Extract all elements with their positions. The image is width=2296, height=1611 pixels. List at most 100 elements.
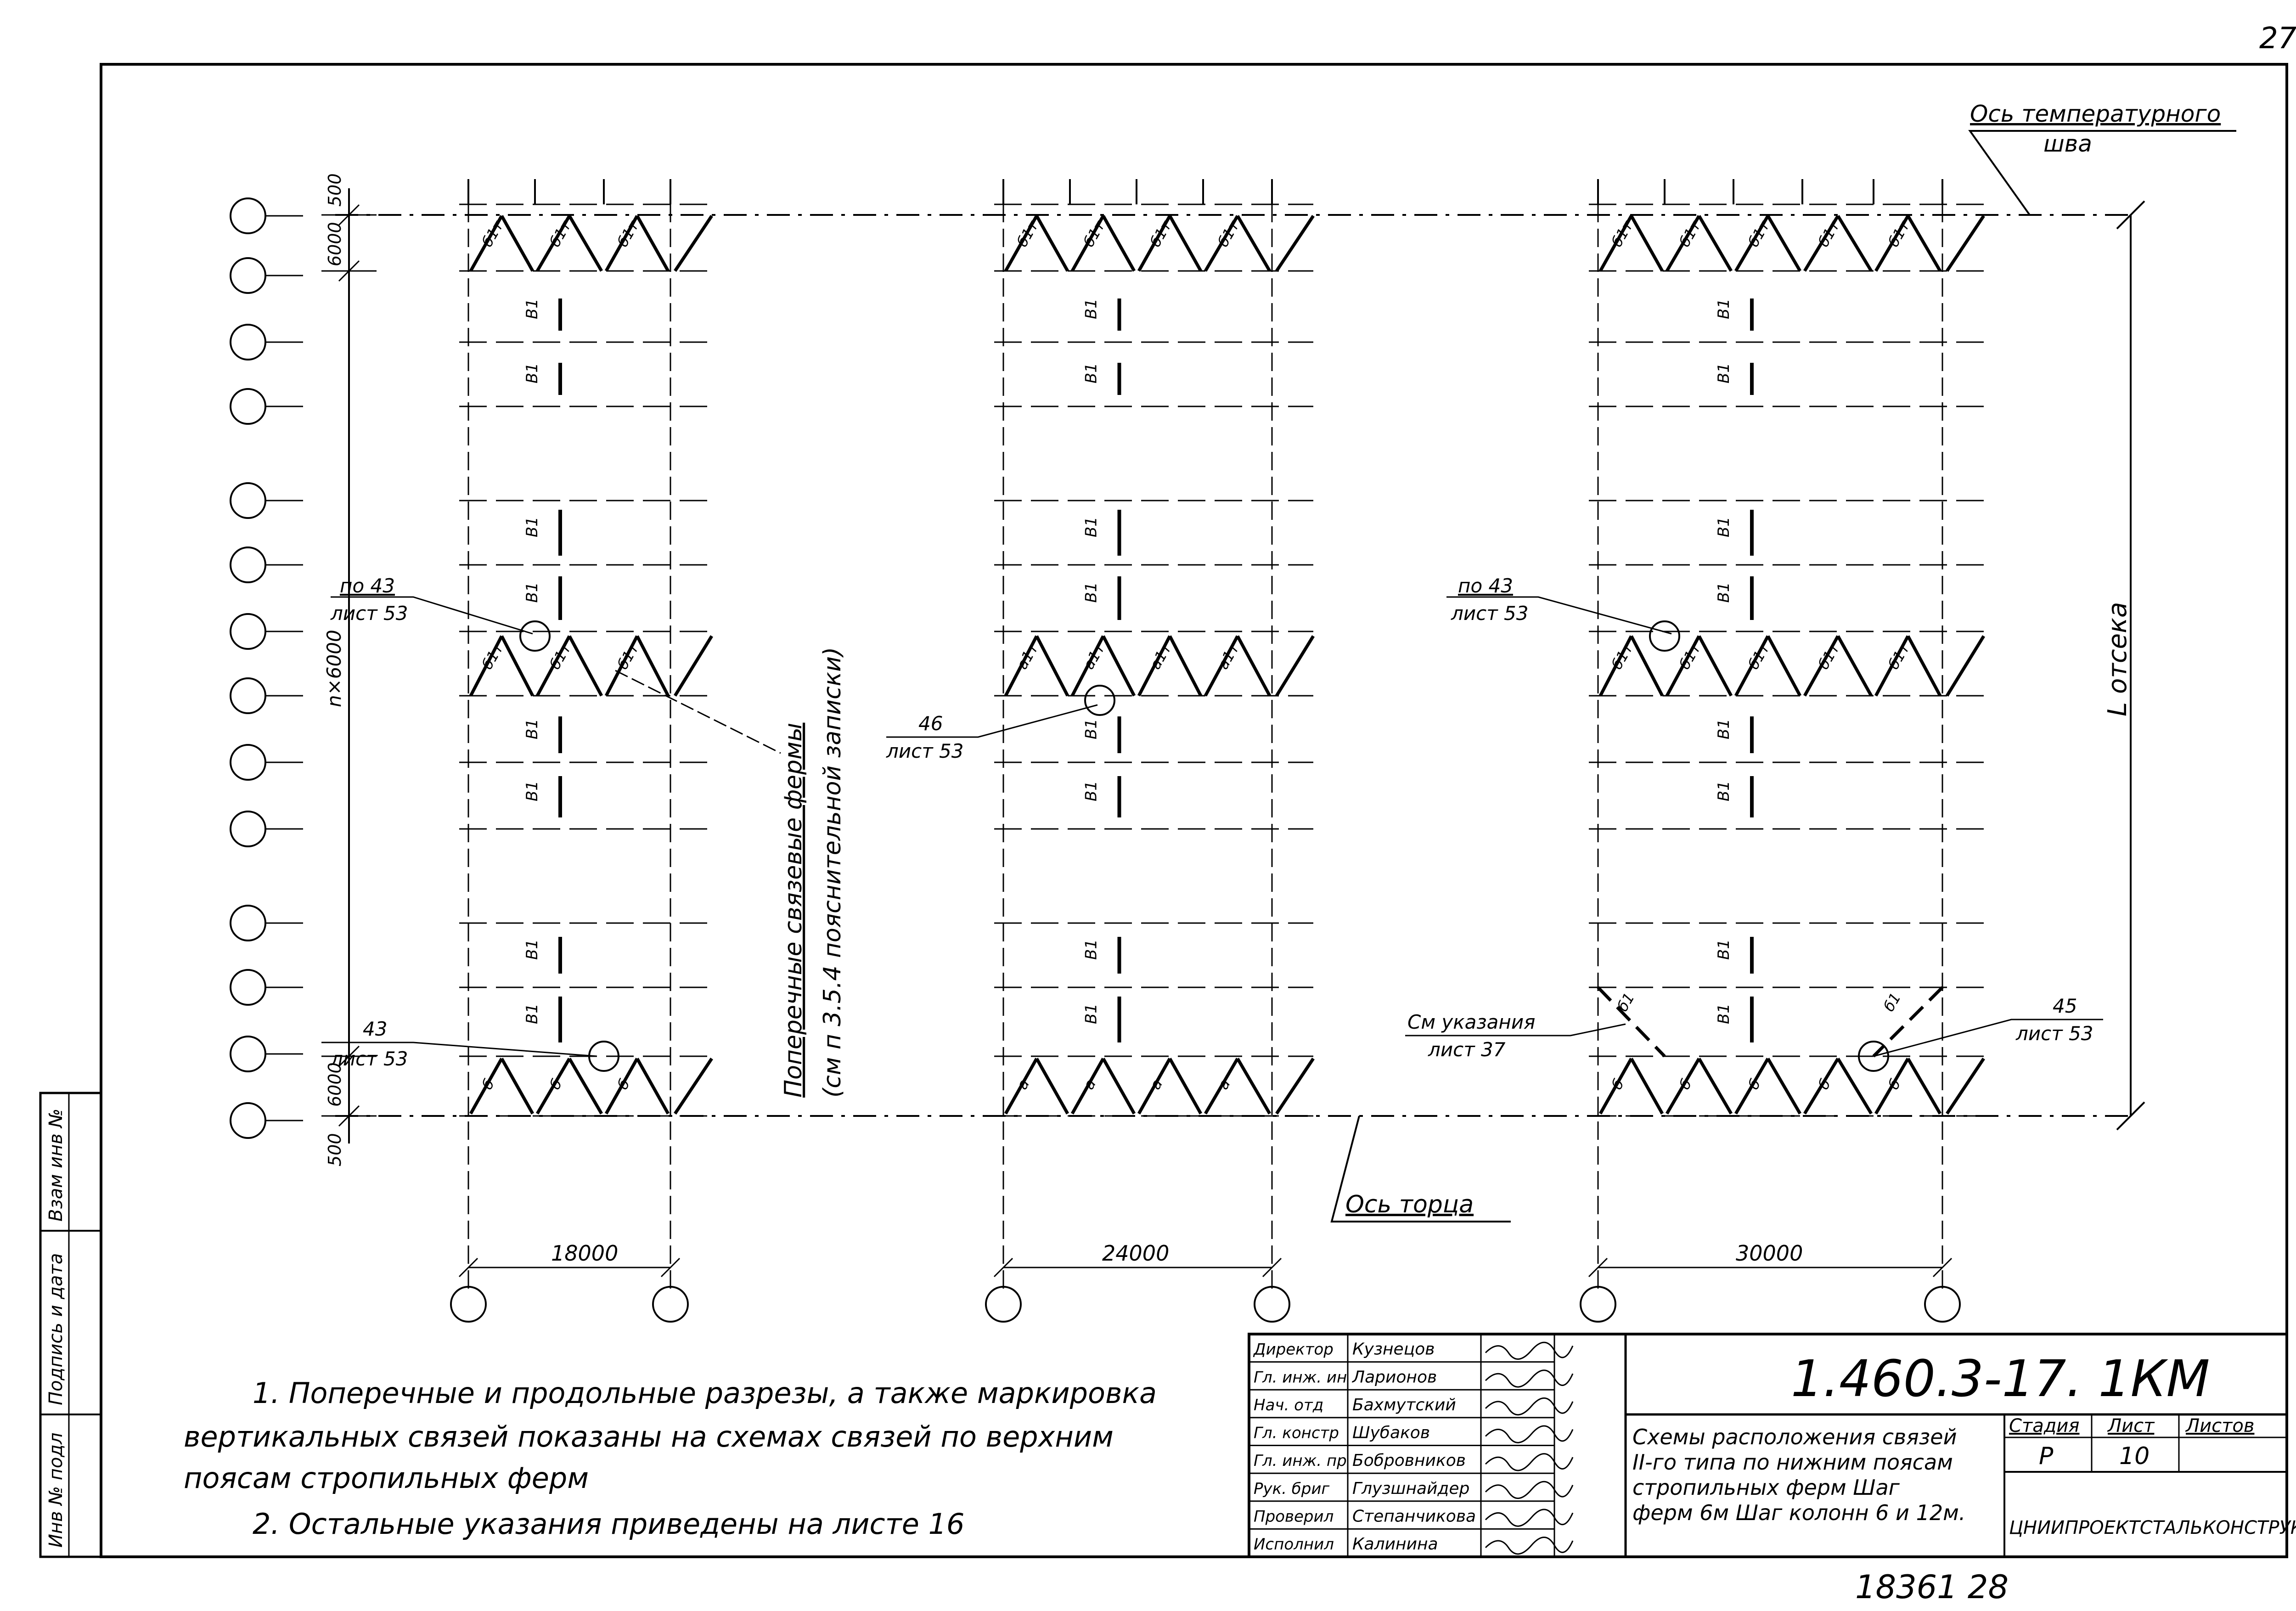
bracing-mark: б1т xyxy=(1080,217,1109,250)
span-dim-tick xyxy=(1932,1257,1953,1278)
bracing-diagonal xyxy=(568,635,603,697)
column-axis-bubble xyxy=(230,257,266,294)
bracing-diagonal xyxy=(1070,1058,1105,1115)
callout-group: по 43 лист 53 43 лист 53 46 лист 53 по 4… xyxy=(321,575,2103,1070)
bracing-diagonal xyxy=(568,1058,603,1115)
bracing-diagonal xyxy=(1665,1058,1701,1115)
bracing-diagonal xyxy=(1035,635,1069,697)
bracing-mark: б1т xyxy=(1608,640,1637,672)
note-1c: поясам стропильных ферм xyxy=(184,1461,589,1495)
sheet-header: Лист xyxy=(2107,1415,2155,1436)
signature-scribble xyxy=(1485,1341,1574,1360)
bracing-diagonal xyxy=(674,1058,713,1115)
strut-b1-label: В1 xyxy=(1715,299,1733,319)
signature-scribble xyxy=(1485,1481,1574,1499)
bracing-diagonal xyxy=(1836,215,1873,272)
title-name: Шубаков xyxy=(1352,1424,1430,1442)
strut-b1-label: В1 xyxy=(523,939,541,960)
strut-b1-label: В1 xyxy=(1082,517,1101,537)
strut-b1-label: В1 xyxy=(1082,299,1101,319)
bracing-mark: а xyxy=(1013,1076,1033,1093)
bracing-mark: а1т xyxy=(1013,640,1042,672)
title-name: Степанчикова xyxy=(1352,1507,1476,1526)
bracing-diagonal xyxy=(1803,215,1840,272)
bracing-diagonal xyxy=(1630,1058,1664,1115)
note-1: 1. Поперечные и продольные разрезы, а та… xyxy=(253,1376,1157,1410)
archive-number: 18361 28 xyxy=(1855,1568,2009,1606)
column-axis-bubble xyxy=(230,324,266,361)
bracing-mark: б1т xyxy=(1885,217,1913,250)
bracing-mark: а xyxy=(1214,1076,1234,1093)
signature-scribble xyxy=(1485,1509,1574,1527)
end-axis-label: Ось торца xyxy=(1345,1191,1474,1218)
temperature-joint-label: Ось температурного xyxy=(1970,101,2221,127)
column-axis-bubble xyxy=(230,811,266,847)
dim-top-bay: 6000 xyxy=(325,222,345,266)
bracing-diagonal xyxy=(1906,1058,1942,1115)
column-axis-bubble xyxy=(450,1286,487,1323)
bracing-mark-extra: б1 xyxy=(1614,990,1638,1014)
bracing-diagonal xyxy=(1766,1058,1802,1115)
vertical-note-line1: Поперечные связевые фермы xyxy=(780,723,807,1098)
bracing-mark: б1т xyxy=(478,217,507,250)
bracing-diagonal xyxy=(1946,635,1985,697)
dim-top-offset: 500 xyxy=(325,173,345,207)
bracing-diagonal xyxy=(1836,1058,1873,1115)
node-circle xyxy=(519,620,551,652)
temperature-joint-leader xyxy=(1968,130,2236,216)
bracing-mark: б1т xyxy=(1214,217,1243,250)
side-stamp-sign: Подпись и дата xyxy=(45,1253,67,1405)
bracing-diagonal-extra xyxy=(1872,986,1944,1058)
bracing-diagonal xyxy=(1836,635,1873,697)
callout-5-sheet: лист 37 xyxy=(1428,1038,1506,1061)
strut-b1-label: В1 xyxy=(523,719,541,739)
temperature-joint-label-2: шва xyxy=(2043,130,2092,157)
strut-b1-label: В1 xyxy=(1715,719,1733,739)
bracing-diagonal xyxy=(1598,215,1633,272)
callout-2-sheet: лист 53 xyxy=(330,1048,408,1070)
left-dimension-chain xyxy=(321,188,377,1143)
bracing-diagonal xyxy=(1697,635,1733,697)
bracing-diagonal xyxy=(636,635,670,697)
bracing-diagonal xyxy=(604,635,639,697)
bracing-diagonal xyxy=(1035,1058,1069,1115)
column-axis-bubble xyxy=(230,744,266,781)
title-name: Калинина xyxy=(1352,1535,1438,1554)
title-role: Гл. констр xyxy=(1254,1424,1339,1442)
note-2: 2. Остальные указания приведены на листе… xyxy=(253,1507,964,1541)
bracing-diagonal xyxy=(469,635,503,697)
signature-scribble xyxy=(1485,1397,1574,1416)
bracing-diagonal xyxy=(1236,215,1272,272)
bracing-diagonal xyxy=(1236,1058,1272,1115)
bracing-diagonal xyxy=(1204,635,1239,697)
side-stamp-vzam: Взам инв № xyxy=(45,1109,67,1222)
organization: ЦНИИПРОЕКТСТАЛЬКОНСТРУКЦИЯ xyxy=(2009,1517,2296,1538)
bracing-diagonal xyxy=(1168,215,1203,272)
title-name: Бахмутский xyxy=(1352,1396,1456,1414)
bracing-diagonal xyxy=(1236,635,1272,697)
node-circle xyxy=(1084,685,1115,716)
strut-b1-label: В1 xyxy=(1715,1003,1733,1024)
bracing-diagonal xyxy=(1004,635,1038,697)
bracing-mark: б1т xyxy=(1676,640,1705,672)
column-axis-bubble xyxy=(985,1286,1022,1323)
column-axis-bubble xyxy=(230,969,266,1006)
bracing-mark: б xyxy=(478,1076,498,1093)
bracing-mark-extra: б1 xyxy=(1880,990,1904,1014)
stage-value: Р xyxy=(2039,1442,2054,1470)
title-role: Исполнил xyxy=(1254,1535,1334,1554)
bracing-diagonal xyxy=(1803,1058,1840,1115)
bracing-diagonal xyxy=(1275,635,1315,697)
bracing-diagonal xyxy=(1665,635,1701,697)
span-dim-tick xyxy=(660,1257,681,1278)
bracing-diagonal xyxy=(674,635,713,697)
strut-b1-label: В1 xyxy=(523,299,541,319)
compartment-length-label: L отсека xyxy=(2103,602,2133,716)
span-30000: 30000 xyxy=(1736,1241,1803,1266)
bracing-mark: б1т xyxy=(614,217,643,250)
title-role: Директор xyxy=(1253,1341,1334,1359)
column-axis-bubble xyxy=(230,1036,266,1072)
bracing-diagonal xyxy=(1734,1058,1770,1115)
